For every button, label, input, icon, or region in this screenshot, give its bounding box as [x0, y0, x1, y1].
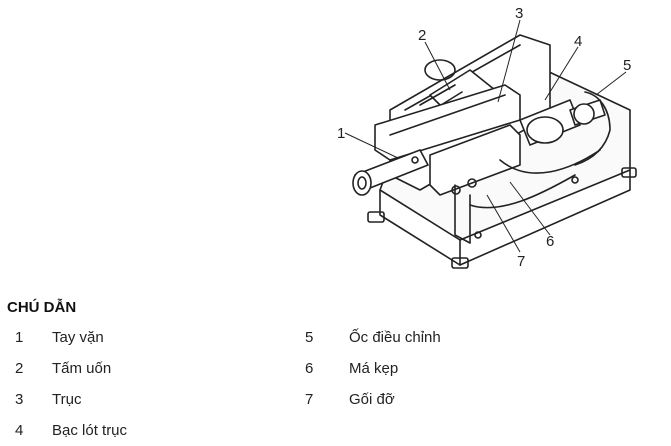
legend-number: 7 [305, 391, 314, 408]
legend-number: 1 [15, 329, 24, 346]
legend-number: 6 [305, 360, 314, 377]
legend-label: Bạc lót trục [52, 422, 128, 439]
callout-6: 6 [546, 233, 554, 250]
legend-label: Ốc điều chỉnh [349, 329, 441, 346]
legend-number: 2 [15, 360, 24, 377]
callout-4: 4 [574, 33, 582, 50]
legend-number: 3 [15, 391, 24, 408]
callout-1: 1 [337, 125, 345, 142]
legend-number: 4 [15, 422, 24, 439]
callout-2: 2 [418, 27, 426, 44]
legend-label: Má kẹp [349, 360, 399, 377]
legend-title: CHÚ DẪN [7, 299, 77, 316]
callout-7: 7 [517, 253, 525, 270]
legend-label: Gối đỡ [349, 391, 395, 408]
callout-3: 3 [515, 5, 523, 22]
legend-label: Tấm uốn [52, 360, 112, 377]
legend-label: Tay vặn [52, 329, 104, 346]
legend-label: Trục [52, 391, 82, 408]
bending-machine-illustration: 1 2 3 4 5 6 7 [337, 5, 637, 270]
callout-5: 5 [623, 57, 631, 74]
legend-number: 5 [305, 329, 314, 346]
